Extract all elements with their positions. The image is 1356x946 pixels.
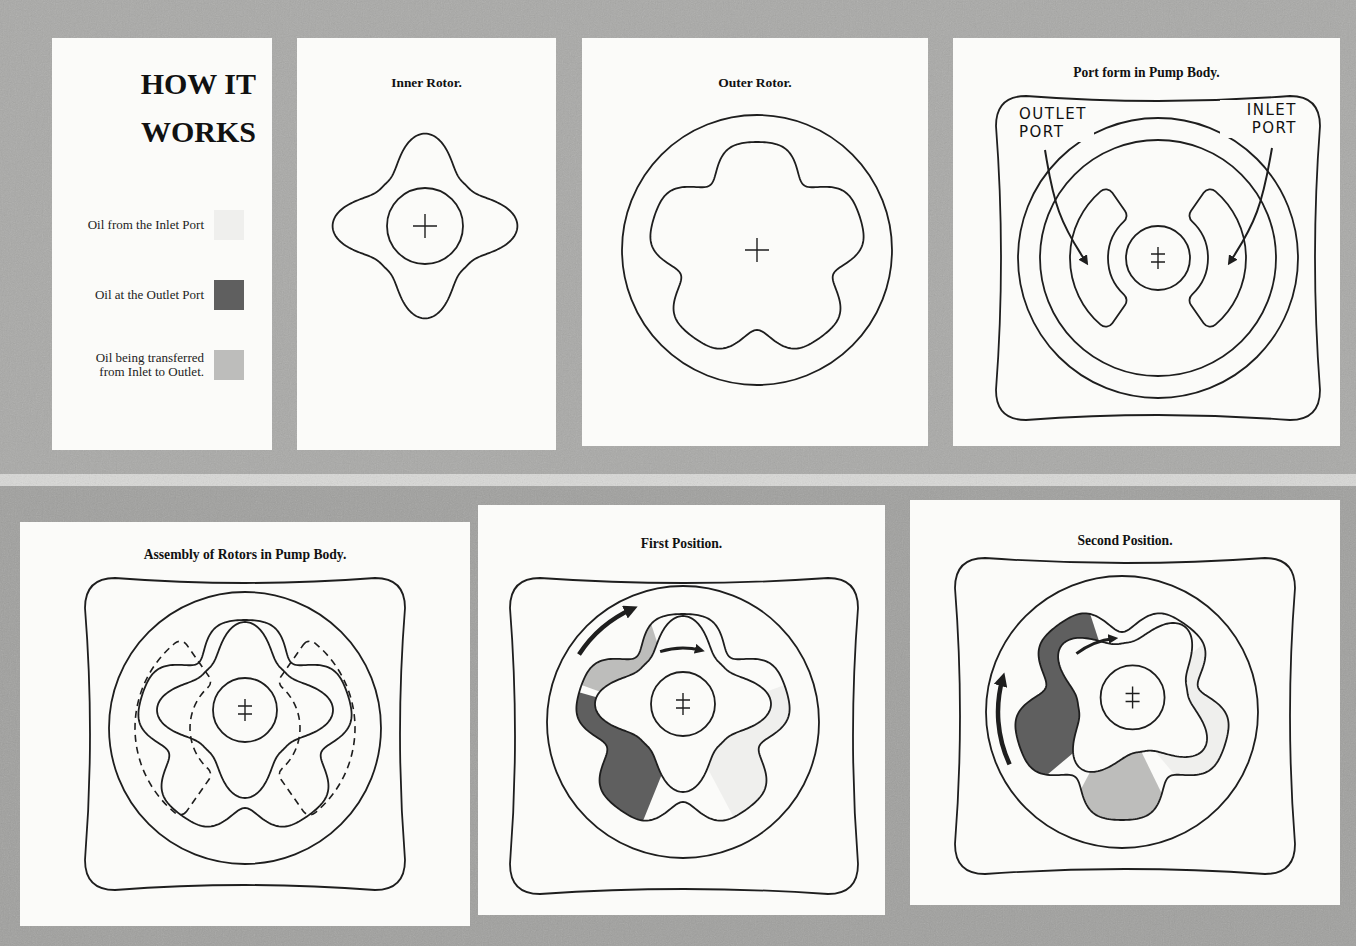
panel-heading: Second Position. — [910, 532, 1340, 549]
leader-arrow — [1230, 148, 1272, 262]
top-band — [0, 0, 1356, 474]
pump-body — [955, 558, 1295, 874]
oil-chamber — [576, 614, 789, 821]
panel-card — [582, 38, 928, 446]
legend-swatch — [214, 350, 244, 380]
rotor-face — [1040, 140, 1276, 376]
pump-body — [510, 578, 858, 894]
outer-rotor — [547, 586, 819, 858]
bottom-band — [0, 486, 1356, 946]
outer-rotor — [109, 592, 381, 864]
legend-text: Oil being transferred from Inlet to Outl… — [84, 351, 204, 379]
panel-card — [953, 38, 1340, 446]
centre-marks — [1151, 247, 1165, 269]
rotation-arrow — [998, 678, 1010, 765]
rotor-hub — [651, 672, 715, 736]
oil-chamber — [576, 614, 789, 821]
inner-rotor-group — [157, 622, 333, 798]
pump-body — [996, 96, 1320, 420]
centre-marks — [238, 699, 252, 721]
legend-row: Oil being transferred from Inlet to Outl… — [58, 330, 244, 400]
legend-text: Oil from the Inlet Port — [84, 218, 204, 232]
panel-heading: Port form in Pump Body. — [953, 64, 1340, 81]
inlet-port-shape — [1190, 189, 1246, 326]
centre-marks — [676, 693, 690, 715]
legend-text: Oil at the Outlet Port — [84, 288, 204, 302]
cavity-outline — [576, 614, 789, 821]
pump-body — [85, 578, 405, 890]
rotor-assembly — [109, 592, 381, 864]
legend-swatch — [214, 210, 244, 240]
rotation-arrow — [579, 609, 633, 655]
panel-heading: Assembly of Rotors in Pump Body. — [20, 546, 470, 563]
panel: Inner Rotor. — [297, 38, 556, 450]
rotation-arrow — [660, 648, 701, 652]
cavity-outline — [978, 562, 1272, 855]
rotor-hub — [1101, 665, 1165, 729]
panel-heading: Outer Rotor. — [582, 74, 928, 91]
outer-rotor-cavity — [650, 142, 863, 349]
oil-chamber — [576, 614, 789, 821]
oil-chamber — [978, 562, 1272, 855]
port-label: INLET PORT — [1220, 100, 1298, 138]
leader-arrow — [1045, 150, 1086, 262]
rotation-arrow — [1076, 638, 1114, 653]
panel: Assembly of Rotors in Pump Body. — [20, 522, 470, 926]
outlet-port-shape — [1070, 189, 1126, 326]
port-outline-dashed — [279, 641, 355, 814]
body-bore — [1018, 118, 1298, 398]
panel: Outer Rotor. — [582, 38, 928, 446]
outer-rotor-cavity — [576, 614, 789, 821]
oil-chamber — [978, 562, 1272, 855]
rotor-assembly — [978, 562, 1272, 855]
inner-rotor-group — [1010, 575, 1256, 821]
inner-rotor-group — [595, 616, 771, 792]
panel: Second Position. — [910, 500, 1340, 905]
legend: Oil from the Inlet PortOil at the Outlet… — [58, 190, 244, 400]
panel-heading: Inner Rotor. — [297, 74, 556, 91]
legend-row: Oil at the Outlet Port — [58, 260, 244, 330]
legend-row: Oil from the Inlet Port — [58, 190, 244, 260]
centre-marks — [1126, 686, 1140, 708]
panel-card — [478, 505, 885, 915]
outer-rotor — [622, 115, 892, 385]
legend-swatch — [214, 280, 244, 310]
inner-rotor — [157, 622, 333, 798]
rotor-hub — [213, 678, 277, 742]
inner-rotor — [595, 616, 771, 792]
legend-panel — [52, 38, 272, 450]
oil-chamber — [978, 562, 1272, 855]
rotor-assembly — [547, 586, 819, 858]
port-form-drawing — [1018, 118, 1298, 398]
outer-rotor-drawing — [622, 115, 892, 385]
inner-rotor — [1010, 575, 1256, 821]
inner-rotor — [333, 134, 518, 319]
port-outline-dashed — [135, 641, 211, 814]
centre-mark — [745, 238, 769, 262]
panel-heading: First Position. — [478, 535, 885, 552]
port-label: OUTLET PORT — [1018, 104, 1094, 142]
inner-rotor-drawing — [333, 134, 518, 319]
centre-mark — [413, 214, 437, 238]
panel-card — [297, 38, 556, 450]
page-title: HOW IT WORKS — [62, 60, 256, 156]
rotor-hub — [387, 188, 463, 264]
panel-card — [20, 522, 470, 926]
outer-rotor-cavity — [138, 620, 351, 827]
cavity-outline — [138, 620, 351, 827]
panel: First Position. — [478, 505, 885, 915]
shaft-hole — [1126, 226, 1190, 290]
panel-card — [910, 500, 1340, 905]
outer-rotor-cavity — [978, 562, 1272, 855]
